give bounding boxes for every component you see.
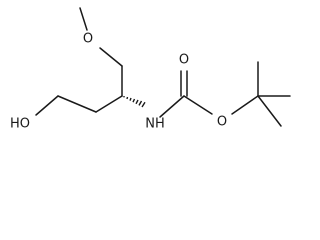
bond-ch2-to-ch2 [57, 95, 97, 113]
bond-ester-o-to-tbu [231, 95, 259, 115]
ester-oxygen-label: O [217, 115, 227, 130]
amine-label: NH [145, 117, 165, 132]
bond-methyl-to-methoxy-o [79, 7, 88, 31]
bond-nh-to-carbonyl-c [159, 95, 185, 118]
hydroxyl-label: HO [10, 117, 30, 132]
bond-methoxy-o-to-ch2 [99, 47, 123, 67]
methoxy-oxygen-label: O [83, 32, 93, 47]
hashed-wedge-bond [123, 96, 146, 108]
chemical-structure: O HO NH O O [10, 7, 291, 132]
bond-ch2-to-hydroxyl [35, 95, 59, 116]
carbonyl-oxygen-label: O [179, 53, 189, 68]
bond-carbonyl-c-to-ester-o [183, 95, 213, 115]
bond-stereocenter-to-ch2 [95, 95, 123, 113]
bond-tbu-methyl-down [257, 95, 282, 127]
